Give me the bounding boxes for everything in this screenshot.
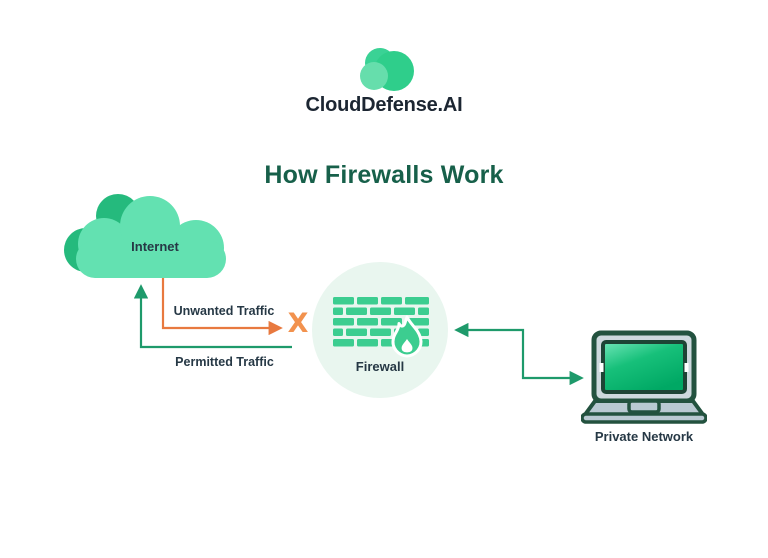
- internet-label: Internet: [131, 239, 179, 254]
- internet-cloud-icon: [64, 194, 226, 278]
- clouddefense-logo-icon: [360, 48, 414, 91]
- firewall-brick-wall-icon: [333, 297, 429, 358]
- unwanted-traffic-arrow: [161, 277, 283, 336]
- firewall-node: Firewall: [312, 262, 448, 398]
- private-network-label: Private Network: [594, 429, 694, 444]
- permitted-traffic-label: Permitted Traffic: [175, 355, 274, 369]
- brand-name: CloudDefense.AI: [305, 94, 463, 116]
- unwanted-traffic-label: Unwanted Traffic: [173, 304, 275, 318]
- private-network-laptop-icon: [581, 330, 707, 424]
- page-title: How Firewalls Work: [264, 161, 504, 189]
- firewall-private-network-arrow: [454, 322, 584, 386]
- flame-icon: [391, 315, 423, 358]
- permitted-traffic-arrow: [133, 284, 292, 349]
- blocked-traffic-x-marker: X: [287, 308, 309, 339]
- firewall-label: Firewall: [355, 359, 405, 374]
